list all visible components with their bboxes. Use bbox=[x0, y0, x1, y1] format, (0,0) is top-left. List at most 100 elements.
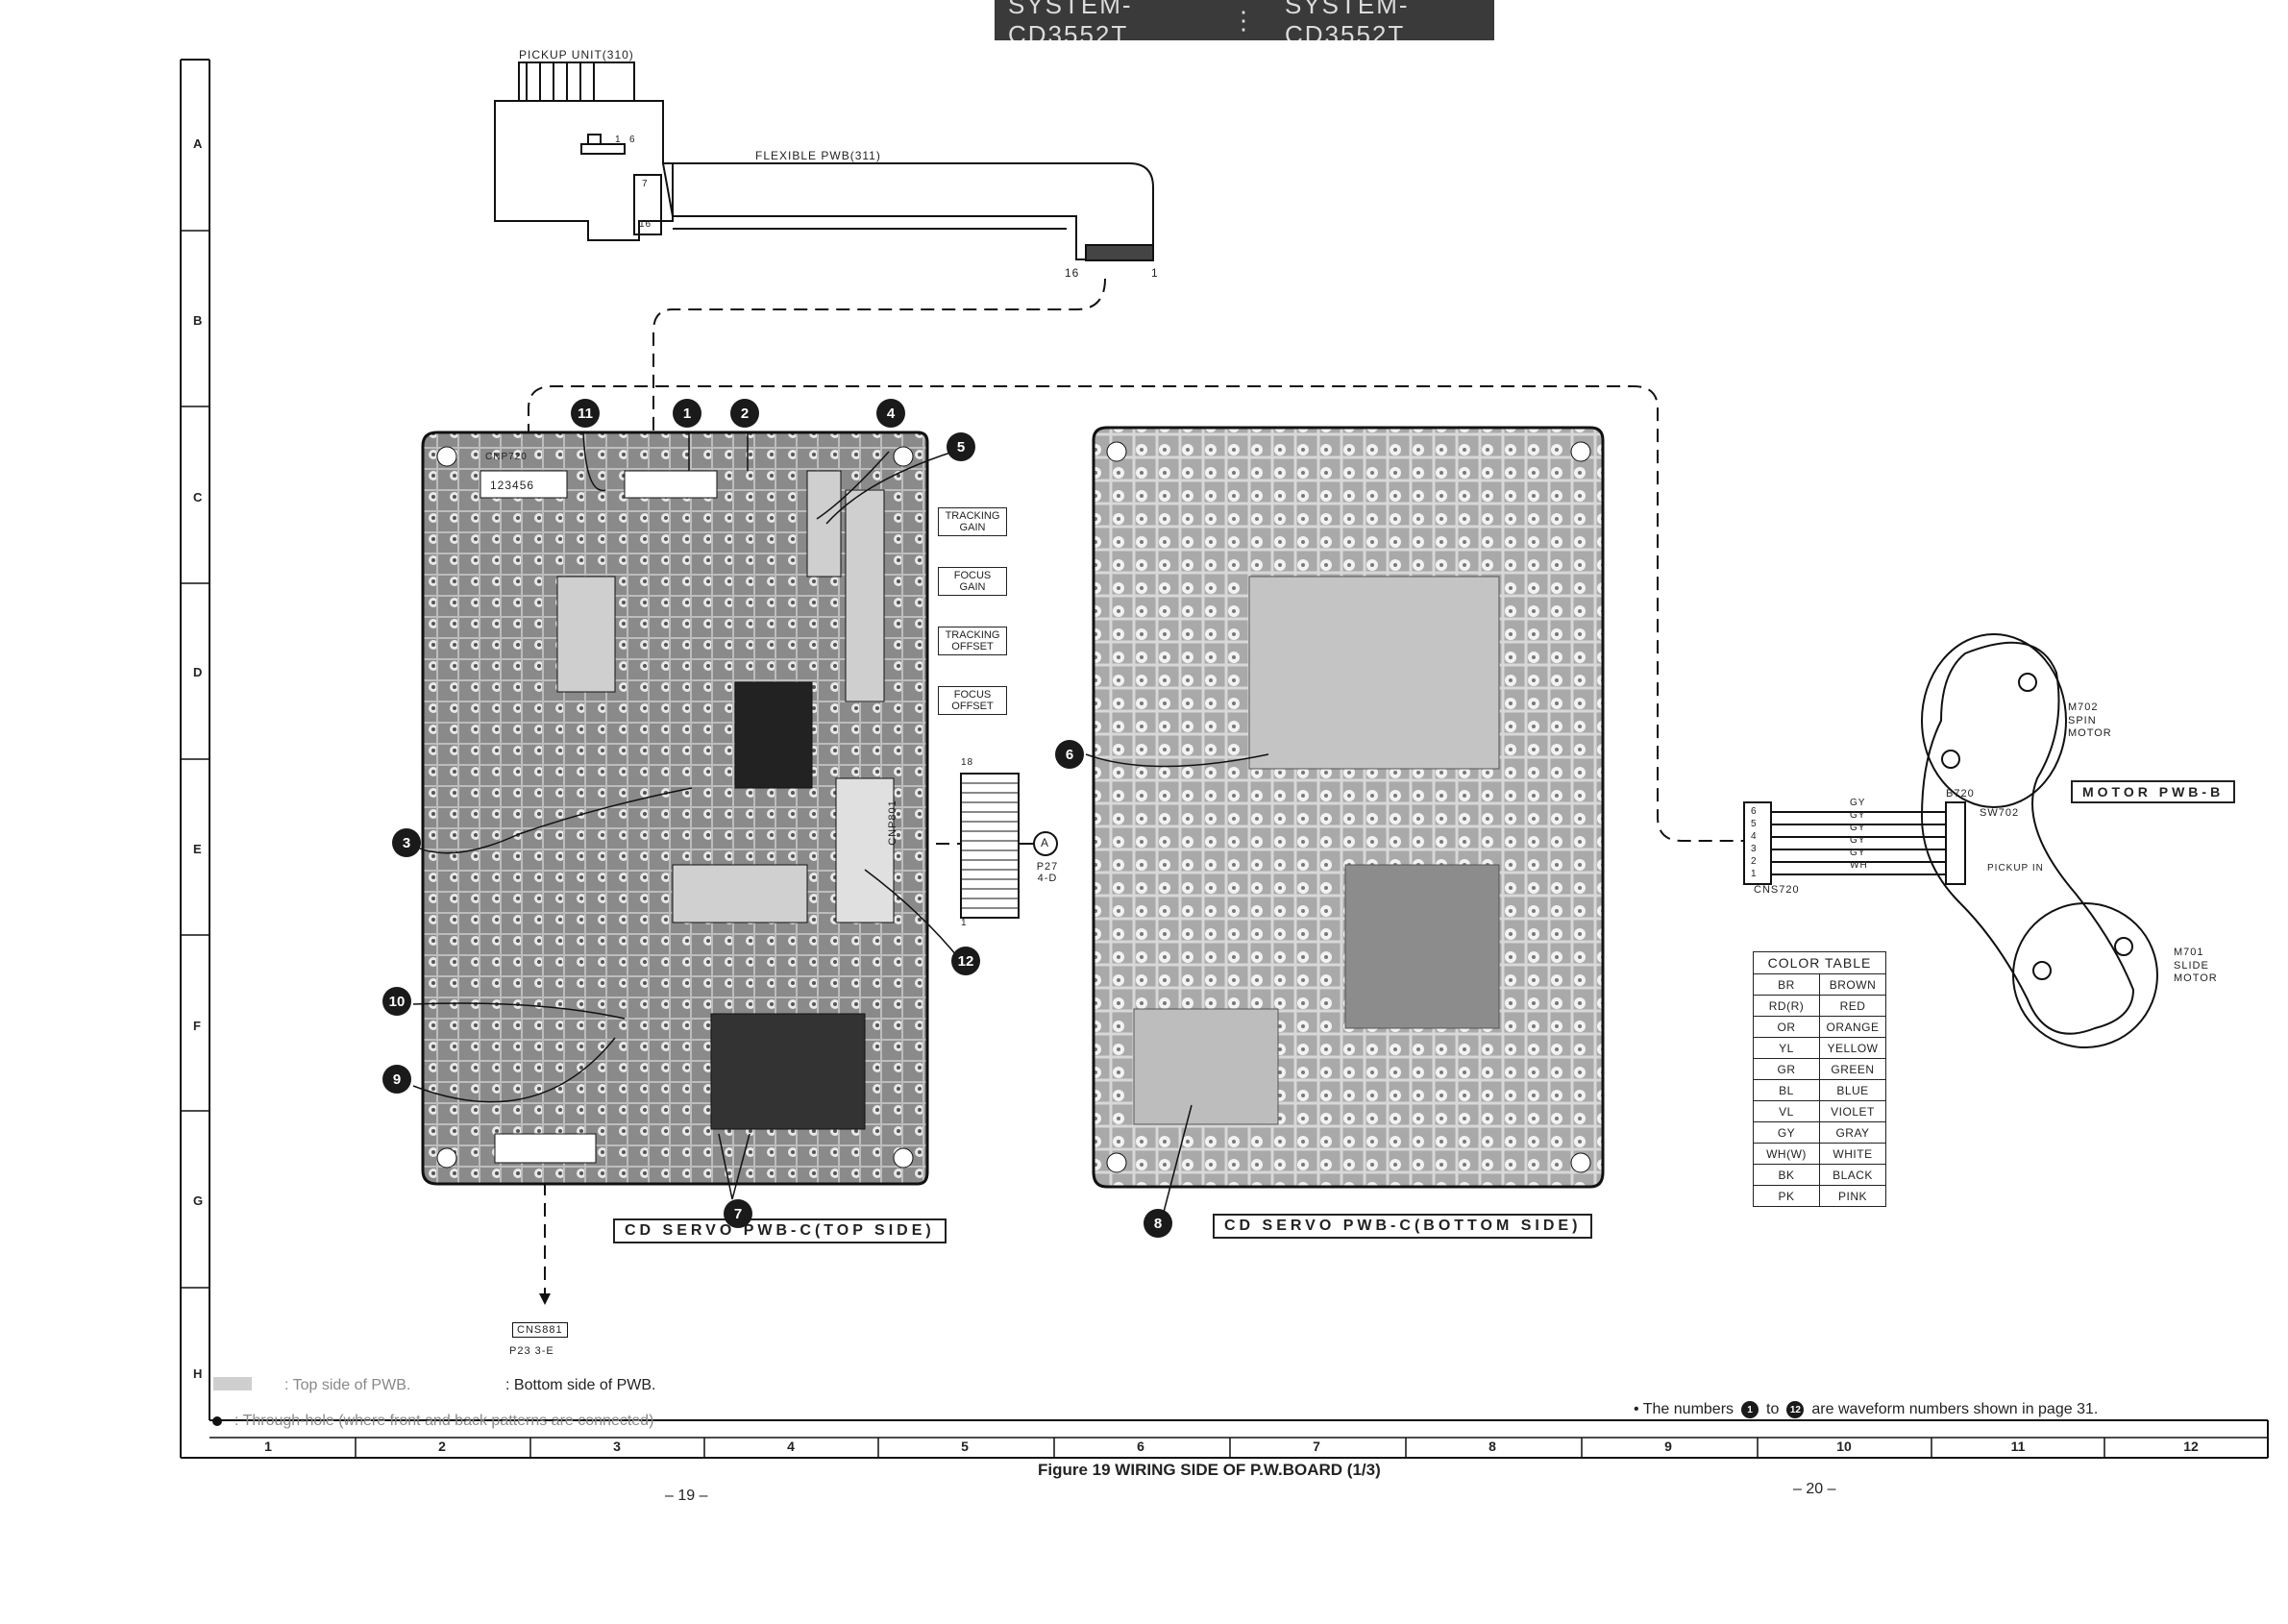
wire-color: GY bbox=[1850, 835, 1866, 846]
connector-a-ref: P27 4-D bbox=[1036, 861, 1059, 884]
wire-pin: 4 bbox=[1751, 831, 1758, 842]
color-code: WH(W) bbox=[1753, 1143, 1820, 1165]
waveform-note-suffix: are waveform numbers shown in page 31. bbox=[1811, 1401, 2099, 1417]
cns881-ref: P23 3-E bbox=[509, 1345, 554, 1357]
row-dividers bbox=[181, 230, 209, 1289]
top-board bbox=[421, 431, 929, 1186]
color-name: BROWN bbox=[1819, 973, 1886, 996]
cns881-arrow bbox=[539, 1293, 551, 1305]
grid-column-number: 2 bbox=[438, 1439, 446, 1454]
grid-column-number: 11 bbox=[2010, 1439, 2026, 1454]
grid-row-letter: C bbox=[193, 490, 203, 504]
spin-motor-label: SPIN MOTOR bbox=[2068, 715, 2112, 739]
color-code: BR bbox=[1753, 973, 1820, 996]
wire-pin: 1 bbox=[1751, 869, 1758, 879]
top-board-title: CD SERVO PWB-C(TOP SIDE) bbox=[613, 1218, 947, 1243]
cnp801-pin-1: 1 bbox=[961, 918, 968, 928]
color-name: YELLOW bbox=[1819, 1037, 1886, 1059]
waveform-note: • The numbers 1 to 12 are waveform numbe… bbox=[1634, 1401, 2098, 1418]
grid-row-letter: G bbox=[193, 1193, 204, 1208]
adjuster-line2: GAIN bbox=[959, 522, 986, 533]
adjuster-line2: GAIN bbox=[959, 581, 986, 593]
bottom-board-title: CD SERVO PWB-C(BOTTOM SIDE) bbox=[1213, 1214, 1593, 1239]
waveform-note-to: 12 bbox=[1786, 1401, 1805, 1418]
color-code: OR bbox=[1753, 1016, 1820, 1038]
cnp801-connector bbox=[960, 773, 1058, 919]
cnp801-pin-18: 18 bbox=[961, 757, 974, 768]
waveform-marker: 1 bbox=[673, 399, 701, 428]
wire-color: WH bbox=[1850, 860, 1868, 871]
color-name: ORANGE bbox=[1819, 1016, 1886, 1038]
waveform-marker: 12 bbox=[951, 947, 980, 975]
waveform-marker: 9 bbox=[382, 1065, 411, 1094]
wire-pin: 3 bbox=[1751, 844, 1758, 854]
adjuster-tracking-offset: TRACKING OFFSET bbox=[938, 627, 1007, 655]
pickup-unit bbox=[494, 62, 674, 241]
color-name: BLACK bbox=[1819, 1164, 1886, 1186]
header-right-title: SYSTEM-CD3552T bbox=[1285, 0, 1410, 40]
legend-top-swatch bbox=[213, 1377, 252, 1390]
legend-bottom-side: : Bottom side of PWB. bbox=[505, 1377, 656, 1393]
grid-row-letter: D bbox=[193, 665, 203, 679]
flexible-pwb-label: FLEXIBLE PWB(311) bbox=[755, 149, 881, 162]
b720-label: B720 bbox=[1946, 788, 1975, 800]
grid-row-letter: B bbox=[193, 313, 203, 328]
pickup-pin-16: 16 bbox=[639, 219, 652, 230]
color-code: GY bbox=[1753, 1121, 1820, 1144]
color-name: GRAY bbox=[1819, 1121, 1886, 1144]
adjuster-line2: OFFSET bbox=[951, 641, 994, 652]
pickup-pin-7: 7 bbox=[642, 179, 649, 189]
pickup-pin-6: 6 bbox=[629, 135, 636, 145]
adjuster-line1: TRACKING bbox=[945, 629, 1000, 641]
adjuster-focus-offset: FOCUS OFFSET bbox=[938, 686, 1007, 715]
grid-column-number: 3 bbox=[613, 1439, 621, 1454]
adjuster-focus-gain: FOCUS GAIN bbox=[938, 567, 1007, 596]
wire-pin: 5 bbox=[1751, 819, 1758, 829]
color-code: RD(R) bbox=[1753, 995, 1820, 1017]
color-code: BK bbox=[1753, 1164, 1820, 1186]
page-header: SYSTEM-CD3552T ⋮ SYSTEM-CD3552T bbox=[995, 0, 1494, 40]
waveform-marker: 7 bbox=[724, 1199, 752, 1228]
color-code: YL bbox=[1753, 1037, 1820, 1059]
grid-row-letter: F bbox=[193, 1019, 201, 1033]
cnp801-label: CNP801 bbox=[886, 800, 898, 846]
grid-column-number: 12 bbox=[2183, 1439, 2199, 1454]
slide-motor-label: SLIDE MOTOR bbox=[2174, 960, 2218, 984]
page-number-right: – 20 – bbox=[1793, 1481, 1836, 1497]
col-dividers bbox=[209, 1437, 2268, 1458]
grid-column-number: 9 bbox=[1664, 1439, 1672, 1454]
grid-column-number: 6 bbox=[1137, 1439, 1144, 1454]
legend-top-side: : Top side of PWB. bbox=[284, 1377, 411, 1393]
leader-lines bbox=[412, 431, 1269, 1217]
grid-column-number: 5 bbox=[961, 1439, 969, 1454]
grid-column-number: 4 bbox=[787, 1439, 795, 1454]
figure-caption: Figure 19 WIRING SIDE OF P.W.BOARD (1/3) bbox=[1038, 1461, 1381, 1479]
waveform-note-prefix: • The numbers bbox=[1634, 1401, 1734, 1417]
m701-label: M701 bbox=[2174, 947, 2204, 958]
flex-pin-1: 1 bbox=[1151, 266, 1159, 280]
pickup-in-label: PICKUP IN bbox=[1987, 863, 2044, 874]
adjuster-line1: FOCUS bbox=[953, 689, 992, 701]
waveform-marker: 4 bbox=[876, 399, 905, 428]
cnp720-label: CNP720 bbox=[485, 452, 528, 462]
page-number-left: – 19 – bbox=[665, 1488, 708, 1504]
sw702-label: SW702 bbox=[1980, 807, 2020, 819]
waveform-marker: 2 bbox=[730, 399, 759, 428]
wire-color: GY bbox=[1850, 848, 1866, 858]
cns720-label: CNS720 bbox=[1754, 884, 1800, 896]
pickup-pin-1: 1 bbox=[615, 135, 622, 145]
legend-through-hole-dot bbox=[212, 1416, 222, 1426]
color-name: VIOLET bbox=[1819, 1100, 1886, 1122]
color-name: GREEN bbox=[1819, 1058, 1886, 1080]
grid-column-number: 8 bbox=[1488, 1439, 1496, 1454]
color-code: BL bbox=[1753, 1079, 1820, 1101]
pickup-unit-label: PICKUP UNIT(310) bbox=[519, 48, 634, 62]
